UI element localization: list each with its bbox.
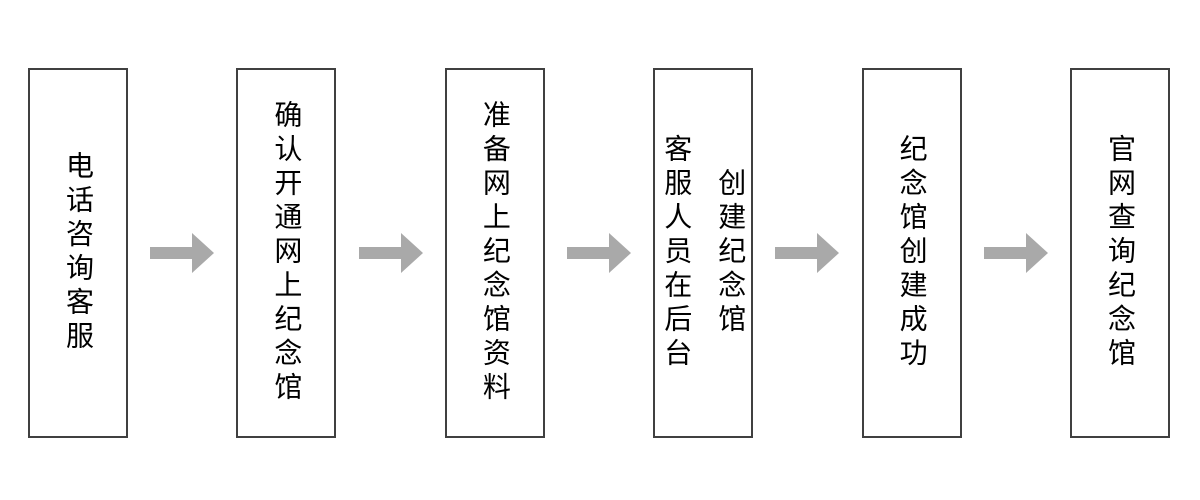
flow-step-box-1: 电话咨询客服: [28, 68, 128, 438]
flow-step-box-5: 纪念馆创建成功: [861, 68, 962, 438]
arrow-right-icon: [983, 233, 1048, 273]
flow-step-box-2: 确认开通网上纪念馆: [236, 68, 337, 438]
flow-step-label: 准备网上纪念馆资料: [478, 100, 512, 406]
flow-connector-1: [128, 68, 236, 438]
flow-connector-2: [336, 68, 444, 438]
flow-step-label: 官网查询纪念馆: [1104, 134, 1138, 372]
flow-connector-3: [545, 68, 653, 438]
flow-step-label: 客服人员在后台 创建纪念馆: [660, 134, 748, 372]
arrow-right-icon: [150, 233, 215, 273]
flow-step-label: 确认开通网上纪念馆: [270, 100, 304, 406]
arrow-right-icon: [358, 233, 423, 273]
flow-connector-4: [753, 68, 861, 438]
flow-connector-5: [962, 68, 1070, 438]
flow-step-box-6: 官网查询纪念馆: [1070, 68, 1171, 438]
flow-step-label: 纪念馆创建成功: [895, 134, 929, 372]
flowchart: 电话咨询客服 确认开通网上纪念馆 准备网上纪念馆资料 客服人员在后台 创建纪念馆…: [28, 68, 1171, 438]
flow-step-box-3: 准备网上纪念馆资料: [444, 68, 545, 438]
arrow-right-icon: [567, 233, 632, 273]
flow-step-label: 电话咨询客服: [62, 151, 95, 355]
flow-step-box-4: 客服人员在后台 创建纪念馆: [653, 68, 754, 438]
arrow-right-icon: [775, 233, 840, 273]
